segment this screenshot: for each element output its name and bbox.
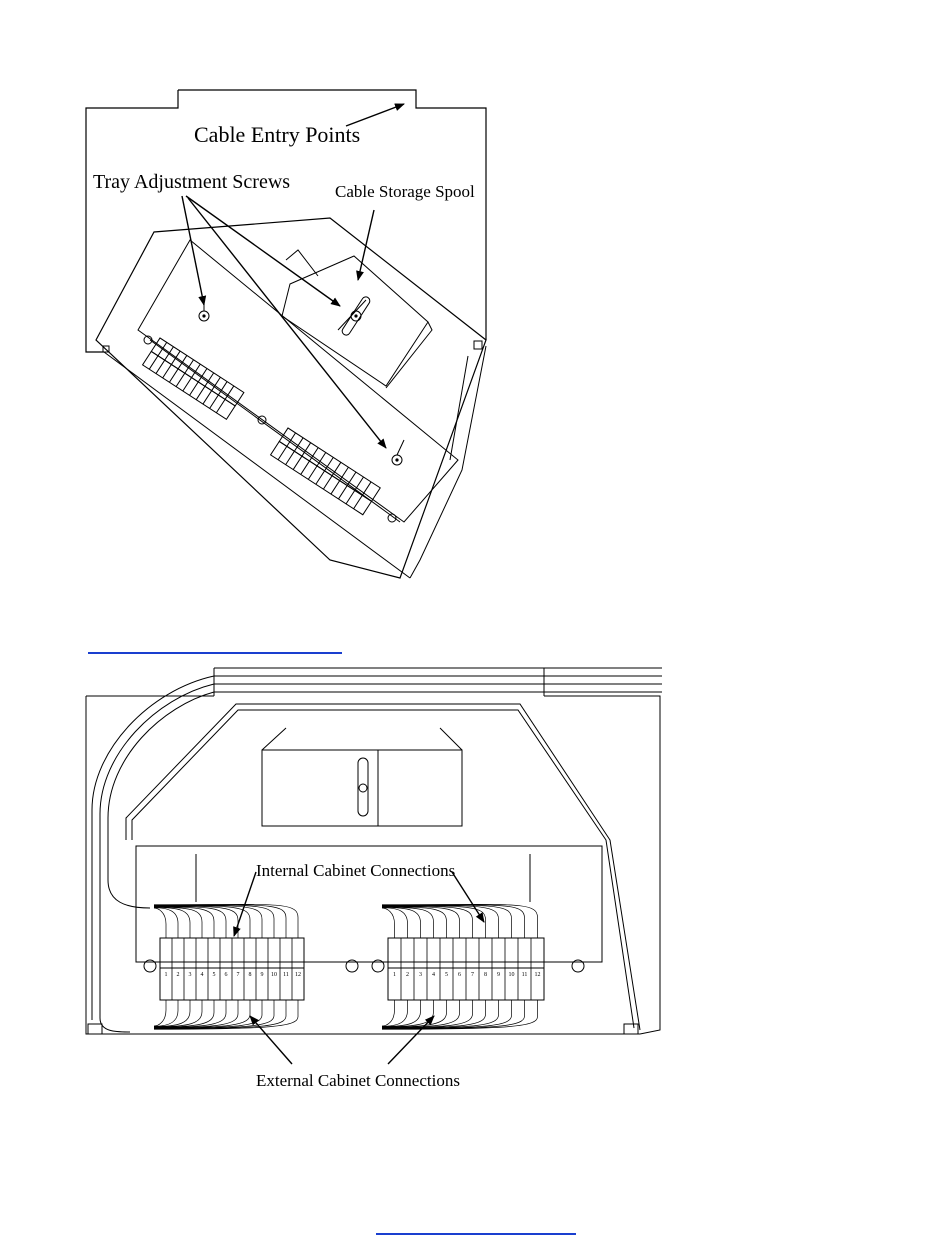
port-number: 10 xyxy=(271,972,277,978)
port-number: 11 xyxy=(522,972,528,978)
adapter-bank-upper xyxy=(143,338,244,419)
port-number: 12 xyxy=(295,972,301,978)
callout-arrows xyxy=(182,104,404,448)
tilted-tray xyxy=(96,218,486,578)
port-number: 1 xyxy=(393,972,396,978)
external-connections-label: External Cabinet Connections xyxy=(256,1071,460,1090)
tray-diagram-top: Cable Entry Points Tray Adjustment Screw… xyxy=(0,0,950,620)
screw-icon xyxy=(351,311,361,321)
port-number: 9 xyxy=(497,972,500,978)
tray-adjustment-screws-label: Tray Adjustment Screws xyxy=(93,171,290,193)
fiber-loop-internal xyxy=(382,907,421,938)
cable-storage-spool-label: Cable Storage Spool xyxy=(335,182,475,201)
fiber-loop-internal xyxy=(154,905,286,938)
port-number: 11 xyxy=(283,972,289,978)
fiber-loop-external xyxy=(382,1000,395,1026)
fiber-loop-external xyxy=(154,1000,238,1028)
storage-spool xyxy=(282,250,432,388)
fiber-loop-external xyxy=(382,1000,499,1028)
port-number: 3 xyxy=(189,972,192,978)
fiber-loop-external xyxy=(154,1000,166,1026)
fiber-loop-external xyxy=(154,1000,262,1028)
screw-icon xyxy=(392,440,404,465)
fiber-loop-internal xyxy=(382,905,525,938)
port-number: 2 xyxy=(177,972,180,978)
adapter-bank-lower xyxy=(271,428,381,515)
port-number: 9 xyxy=(261,972,264,978)
port-number: 5 xyxy=(213,972,216,978)
internal-connections-label: Internal Cabinet Connections xyxy=(256,861,455,880)
fiber-loop-internal xyxy=(154,908,166,938)
screw-icon xyxy=(199,296,209,321)
cable-entry-points-label: Cable Entry Points xyxy=(194,122,360,147)
port-number: 4 xyxy=(201,972,204,978)
page-link-underline[interactable] xyxy=(376,1233,576,1235)
port-number: 10 xyxy=(509,972,515,978)
fiber-loop-internal xyxy=(382,906,473,938)
port-number: 6 xyxy=(458,972,461,978)
port-number: 1 xyxy=(165,972,168,978)
port-number: 4 xyxy=(432,972,435,978)
storage-spool xyxy=(262,728,462,826)
port-number: 8 xyxy=(249,972,252,978)
port-number: 5 xyxy=(445,972,448,978)
port-number: 8 xyxy=(484,972,487,978)
fiber-loop-external xyxy=(382,1000,447,1027)
port-number: 12 xyxy=(535,972,541,978)
fiber-loop-internal xyxy=(154,906,238,938)
port-number: 3 xyxy=(419,972,422,978)
port-number: 6 xyxy=(225,972,228,978)
fiber-loop-external xyxy=(154,1000,214,1027)
fiber-loop-internal xyxy=(382,908,395,938)
fiber-loop-internal xyxy=(154,907,190,938)
port-number: 7 xyxy=(471,972,474,978)
port-number: 7 xyxy=(237,972,240,978)
port-number: 2 xyxy=(406,972,409,978)
